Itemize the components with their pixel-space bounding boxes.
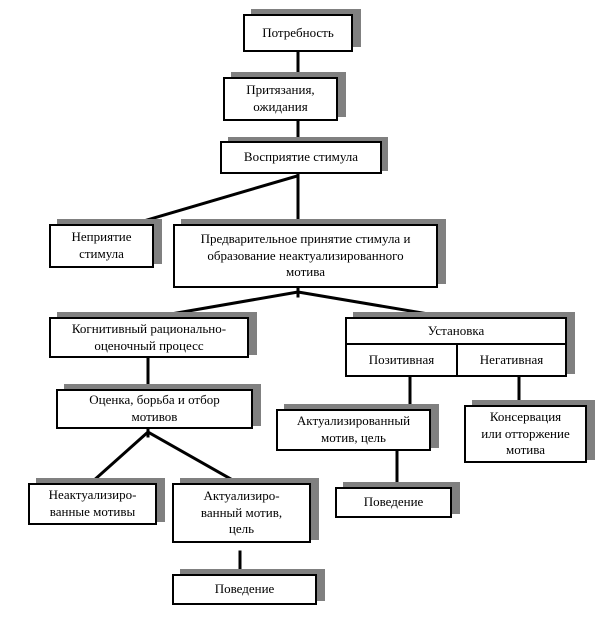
node-prityazaniya[interactable]: Притязания, ожидания	[223, 77, 338, 121]
node-ocenka-borba-otbor[interactable]: Оценка, борьба и отбор мотивов	[56, 389, 253, 429]
node-label: Консервация или отторжение мотива	[481, 409, 570, 458]
ustanovka-cells: Позитивная Негативная	[347, 345, 565, 375]
ustanovka-header: Установка	[347, 319, 565, 345]
node-vospriyatie-stimula[interactable]: Восприятие стимула	[220, 141, 382, 174]
node-label: Поведение	[214, 581, 275, 597]
node-konservaciya-ottorzhenie[interactable]: Консервация или отторжение мотива	[464, 405, 587, 463]
edge-ocenka-neaktual	[89, 429, 151, 485]
cell-label: Негативная	[479, 351, 544, 367]
node-label: Актуализиро- ванный мотив, цель	[200, 488, 283, 537]
node-label: Когнитивный рационально- оценочный проце…	[71, 320, 227, 353]
node-aktualizirovannyy-motiv-cel-left[interactable]: Актуализиро- ванный мотив, цель	[172, 483, 311, 543]
node-label: Поведение	[363, 494, 424, 510]
node-nepriyatie-stimula[interactable]: Неприятие стимула	[49, 224, 154, 268]
node-label: Потребность	[262, 24, 334, 40]
node-label: Актуализированный мотив, цель	[296, 413, 411, 445]
edge-vospriyatie-nepriyatie	[128, 174, 299, 227]
node-povedenie-right[interactable]: Поведение	[335, 487, 452, 518]
node-povedenie-bottom[interactable]: Поведение	[172, 574, 317, 605]
node-aktualizirovannyy-motiv-cel-right[interactable]: Актуализированный мотив, цель	[276, 409, 431, 451]
node-ustanovka[interactable]: Установка Позитивная Негативная	[345, 317, 567, 377]
node-label: Установка	[427, 322, 485, 338]
node-predvaritelnoe-prinyatie[interactable]: Предварительное принятие стимула и образ…	[173, 224, 438, 288]
node-potrebnost[interactable]: Потребность	[243, 14, 353, 52]
node-label: Предварительное принятие стимула и образ…	[200, 231, 411, 280]
cell-pozitivnaya[interactable]: Позитивная	[347, 345, 456, 375]
cell-label: Позитивная	[368, 351, 435, 367]
node-label: Восприятие стимула	[243, 149, 359, 165]
node-kognitivnyy-process[interactable]: Когнитивный рационально- оценочный проце…	[49, 317, 249, 358]
node-label: Оценка, борьба и отбор мотивов	[89, 392, 220, 424]
node-label: Притязания, ожидания	[246, 82, 315, 114]
node-label: Неприятие стимула	[71, 229, 132, 261]
cell-negativnaya[interactable]: Негативная	[456, 345, 565, 375]
node-label: Неактуализиро- ванные мотивы	[48, 487, 137, 519]
edge-ocenka-aktual	[145, 429, 239, 485]
node-neaktualizirovannye-motivy[interactable]: Неактуализиро- ванные мотивы	[28, 483, 157, 525]
